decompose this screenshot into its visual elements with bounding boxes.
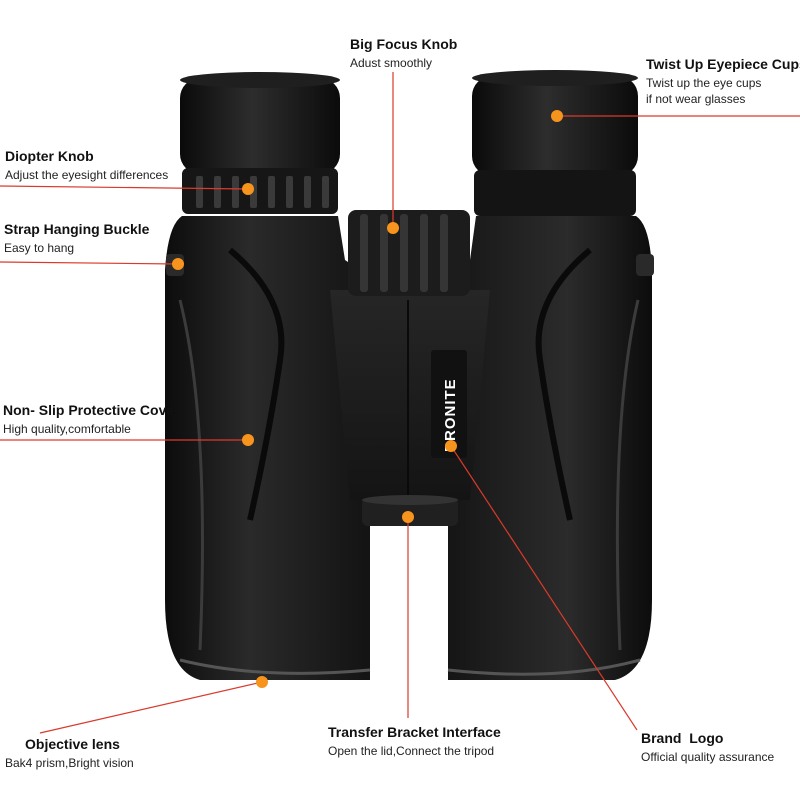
callout-text: Adust smoothly bbox=[350, 56, 433, 70]
dot-diopter-knob bbox=[242, 183, 254, 195]
callout-title: Diopter Knob bbox=[5, 148, 94, 164]
dot-objective-lens bbox=[256, 676, 268, 688]
callout-title: Twist Up Eyepiece Cups bbox=[646, 56, 800, 72]
callout-title: Non- Slip Protective Cover bbox=[3, 402, 180, 418]
callout-title: Objective lens bbox=[25, 736, 120, 752]
callout-transfer-bracket-interface: Transfer Bracket Interface Open the lid,… bbox=[328, 724, 501, 759]
brand-logo-text: PRONITE bbox=[442, 378, 459, 452]
left-eyepiece bbox=[180, 72, 340, 214]
callout-title: Transfer Bracket Interface bbox=[328, 724, 501, 740]
leader-lines bbox=[0, 72, 800, 734]
dot-protective-cover bbox=[242, 434, 254, 446]
callout-twist-up-eyepiece-cups: Twist Up Eyepiece Cups Twist up the eye … bbox=[646, 56, 800, 107]
callout-text: Official quality assurance bbox=[641, 750, 775, 764]
right-eyepiece bbox=[472, 70, 638, 216]
dot-eyepiece-cups bbox=[551, 110, 563, 122]
callout-dots bbox=[172, 110, 563, 688]
callout-text: Open the lid,Connect the tripod bbox=[328, 744, 495, 758]
diopter-ring-grip bbox=[196, 176, 329, 208]
callout-title: Big Focus Knob bbox=[350, 36, 458, 52]
callout-diopter-knob: Diopter Knob Adjust the eyesight differe… bbox=[5, 148, 168, 183]
right-strap-buckle bbox=[636, 254, 654, 276]
dot-bracket-interface bbox=[402, 511, 414, 523]
focus-knob bbox=[348, 210, 470, 296]
callout-title: Brand Logo bbox=[641, 730, 724, 746]
callout-brand-logo: Brand Logo Official quality assurance bbox=[641, 730, 774, 765]
brand-logo-plate: PRONITE bbox=[431, 350, 467, 458]
callout-big-focus-knob: Big Focus Knob Adust smoothly bbox=[350, 36, 457, 71]
callout-strap-hanging-buckle: Strap Hanging Buckle Easy to hang bbox=[4, 221, 149, 256]
dot-strap-buckle bbox=[172, 258, 184, 270]
callout-text: Bak4 prism,Bright vision bbox=[5, 756, 134, 770]
dot-brand-logo bbox=[445, 440, 457, 452]
callout-text: High quality,comfortable bbox=[3, 422, 131, 436]
callout-objective-lens: Objective lens Bak4 prism,Bright vision bbox=[5, 736, 134, 771]
callout-text: Easy to hang bbox=[4, 241, 75, 255]
callout-title: Strap Hanging Buckle bbox=[4, 221, 150, 237]
callout-text: Adjust the eyesight differences bbox=[5, 168, 169, 182]
dot-focus-knob bbox=[387, 222, 399, 234]
callout-non-slip-protective-cover: Non- Slip Protective Cover High quality,… bbox=[3, 402, 180, 437]
